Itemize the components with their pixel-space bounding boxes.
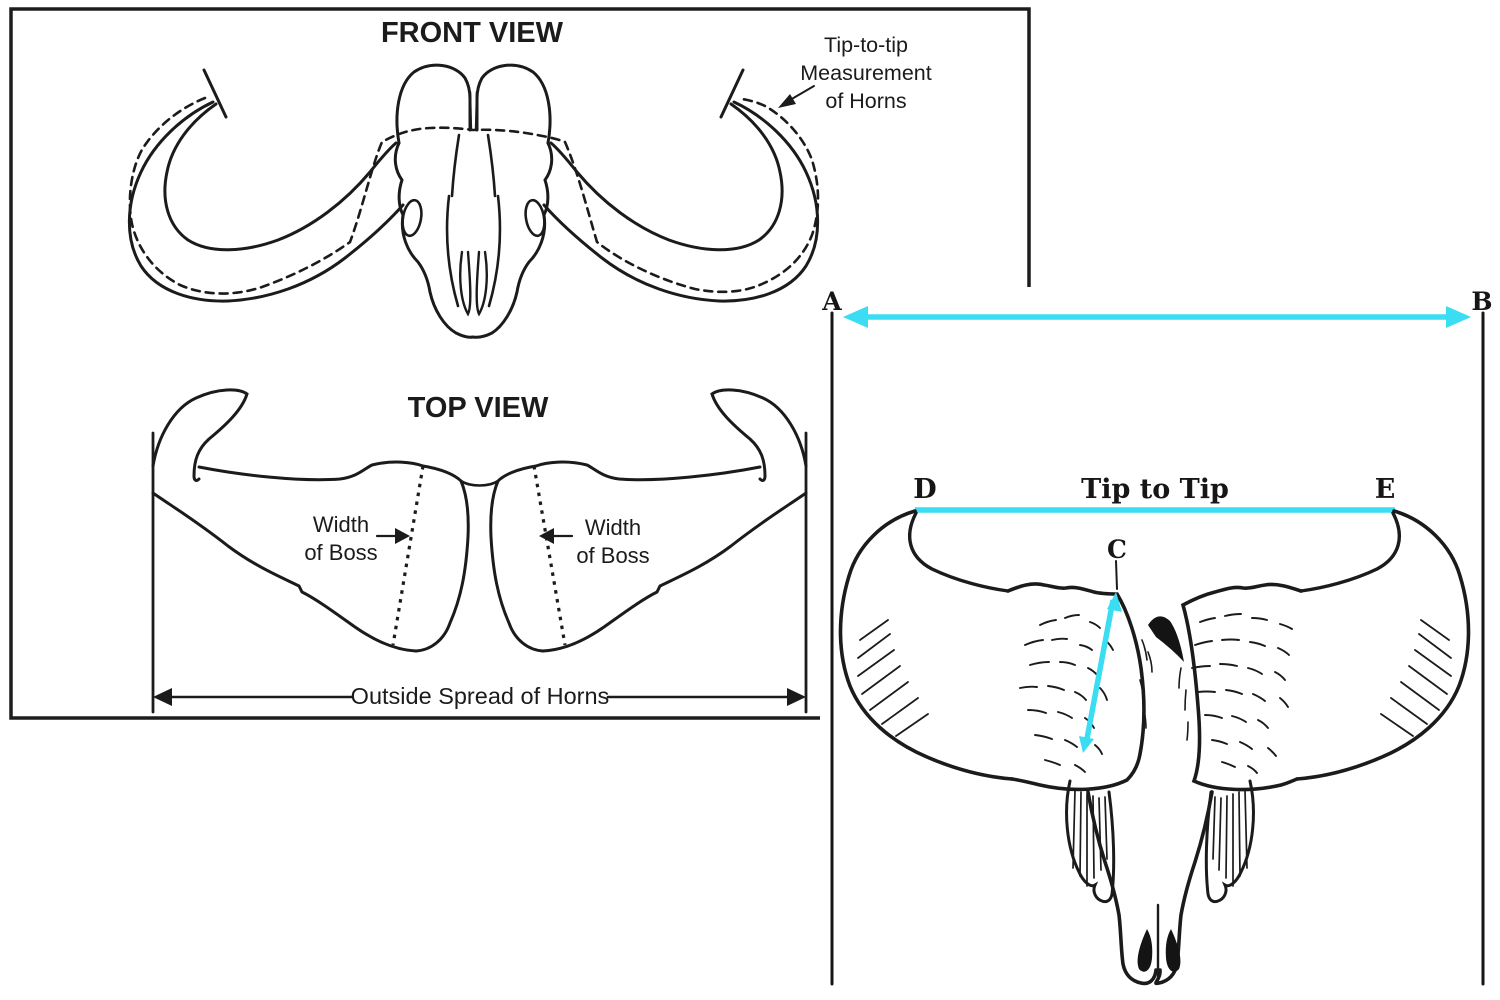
right-boss-label-line2: of Boss [576, 543, 649, 568]
front-boss-seam [468, 90, 479, 132]
skull-snout-left-edge [1086, 790, 1158, 986]
skull-right-horn-outer [1295, 509, 1471, 781]
right-panel-background [820, 287, 1500, 1000]
front-nasal-ridges [445, 133, 502, 308]
top-left-horn-tip [151, 388, 249, 482]
front-left-horn-inner [163, 102, 398, 252]
boss-center-gap [1148, 616, 1184, 662]
tip-to-tip-label: Tip to Tip [1081, 474, 1229, 505]
skull-left-boss-outline [1006, 582, 1146, 792]
front-right-boss [475, 63, 552, 145]
front-skull-outline [393, 141, 554, 339]
top-left-horn-bottom-edge [151, 491, 418, 653]
right-ear-hatching [1212, 789, 1248, 887]
boss-gap-hatching [1139, 639, 1189, 741]
outside-spread-label: Outside Spread of Horns [351, 683, 610, 709]
annotation-leader-line [789, 85, 815, 101]
top-center-bridge [459, 479, 500, 487]
spread-left-arrowhead-icon [153, 688, 172, 706]
front-view-illustration [127, 63, 820, 339]
point-d-label: D [913, 474, 936, 505]
spread-right-arrowhead-icon [787, 688, 806, 706]
skull-snout-right-edge [1154, 790, 1214, 986]
skull-left-horn-inner [908, 511, 1010, 593]
left-boss-label-line1: Width [313, 512, 369, 537]
front-right-horn-inner [549, 102, 784, 252]
front-left-boss [395, 63, 472, 145]
right-boss-texture [1191, 613, 1293, 774]
top-right-horn-bottom-edge [541, 491, 808, 653]
annotation-line1: Tip-to-tip [824, 33, 908, 57]
tip-to-tip-dashed-line [128, 96, 820, 295]
annotation-arrowhead-icon [778, 94, 796, 108]
top-view-title: TOP VIEW [408, 392, 549, 424]
top-left-horn-top-edge [197, 460, 470, 653]
right-horn-tip-tick [719, 68, 745, 119]
front-left-eye-socket [401, 198, 423, 238]
left-horn-base-hatching [857, 619, 929, 737]
skull-right-horn-inner [1299, 511, 1401, 593]
left-boss-texture [1019, 614, 1114, 773]
right-boss-width-dotted-line [532, 465, 567, 646]
right-horn-base-hatching [1380, 619, 1452, 737]
top-right-horn-tip [710, 388, 808, 482]
point-c-label: C [1107, 535, 1127, 564]
left-boss-label-line2: of Boss [304, 540, 377, 565]
annotation-line3: of Horns [825, 89, 906, 113]
ab-measure-arrow [843, 306, 1471, 328]
left-boss-arrowhead-icon [395, 528, 410, 544]
right-nostril [1165, 929, 1181, 972]
front-right-horn-outer [542, 100, 820, 303]
front-nasal-slits [459, 250, 488, 317]
c-pointer-line [1115, 560, 1118, 590]
top-right-horn-top-edge [489, 460, 762, 653]
front-view-title: FRONT VIEW [381, 17, 564, 49]
skull-right-boss-outline [1180, 582, 1303, 792]
point-b-label: B [1471, 287, 1492, 316]
top-view-illustration [151, 388, 808, 714]
left-boss-width-dotted-line [391, 465, 425, 646]
point-a-label: A [821, 287, 842, 316]
scoring-diagram-illustration [830, 306, 1485, 986]
front-left-horn-outer [127, 100, 405, 303]
left-nostril [1137, 929, 1153, 972]
left-horn-tip-tick [202, 68, 228, 119]
left-ear-hatching [1072, 789, 1108, 887]
front-right-eye-socket [524, 198, 546, 238]
c-measure-arrow [1079, 592, 1122, 753]
annotation-line2: Measurement [800, 61, 931, 85]
right-boss-label-line1: Width [585, 515, 641, 540]
skull-left-horn-outer [838, 509, 1014, 781]
right-boss-arrowhead-icon [539, 528, 554, 544]
point-e-label: E [1375, 474, 1396, 505]
